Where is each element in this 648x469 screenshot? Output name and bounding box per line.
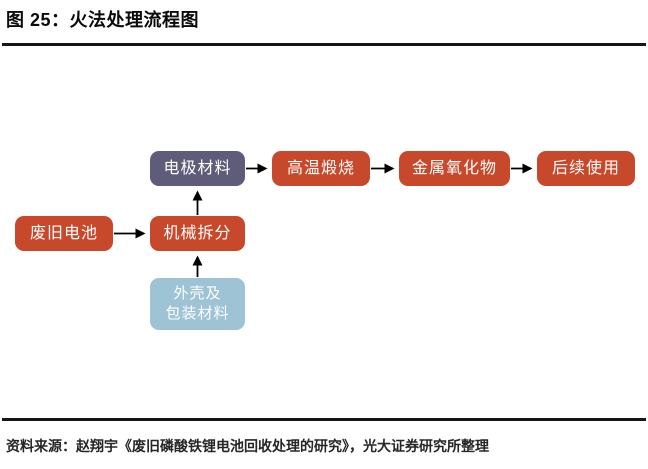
figure-title: 图 25：火法处理流程图: [6, 10, 200, 30]
flow-node-electrode-material: 电极材料: [150, 151, 245, 186]
top-divider: [2, 43, 646, 46]
source-note: 资料来源：赵翔宇《废旧磷酸铁锂电池回收处理的研究》，光大证券研究所整理: [6, 438, 489, 454]
flow-node-subsequent-use: 后续使用: [537, 151, 635, 186]
flow-node-mechanical-disassembly: 机械拆分: [150, 216, 245, 251]
flow-node-high-temp-calcination: 高温煅烧: [272, 151, 370, 186]
flow-node-metal-oxides: 金属氧化物: [399, 151, 510, 186]
flow-node-waste-batteries: 废旧电池: [15, 216, 113, 251]
bottom-divider: [2, 418, 646, 421]
flow-node-shell-and-packaging: 外壳及 包装材料: [150, 278, 245, 330]
